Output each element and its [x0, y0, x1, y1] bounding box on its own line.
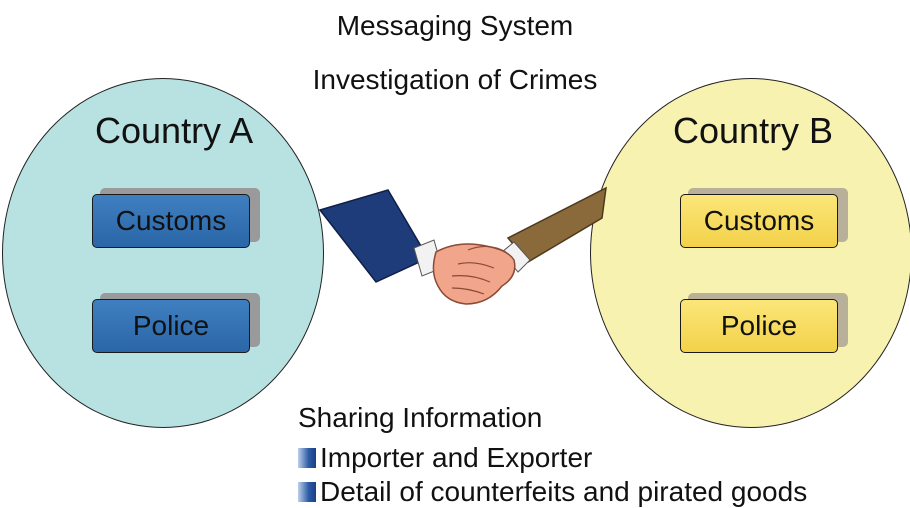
country-b-ellipse [590, 78, 910, 428]
bullet-square-icon [298, 448, 316, 468]
bullet-text: Importer and Exporter [320, 442, 593, 473]
country-b-police: Police [680, 293, 850, 355]
country-a-ellipse [2, 78, 324, 428]
country-a-customs: Customs [92, 188, 262, 250]
bullet-square-icon [298, 482, 316, 502]
handshake-icon [318, 186, 607, 305]
bullet-item: Detail of counterfeits and pirated goods [298, 476, 807, 508]
country-b-customs-label: Customs [680, 194, 838, 248]
bullet-text: Detail of counterfeits and pirated goods [320, 476, 808, 507]
diagram-title-investigation: Investigation of Crimes [312, 64, 598, 95]
bullet-item: Importer and Exporter [298, 442, 592, 474]
country-a-police-label: Police [92, 299, 250, 353]
country-b-customs: Customs [680, 188, 850, 250]
country-a-customs-label: Customs [92, 194, 250, 248]
country-a-label: Country A [95, 110, 254, 151]
sharing-heading: Sharing Information [298, 402, 543, 433]
country-b-police-label: Police [680, 299, 838, 353]
diagram-title-messaging: Messaging System [336, 10, 574, 41]
country-a-police: Police [92, 293, 262, 355]
country-b-label: Country B [673, 110, 834, 151]
